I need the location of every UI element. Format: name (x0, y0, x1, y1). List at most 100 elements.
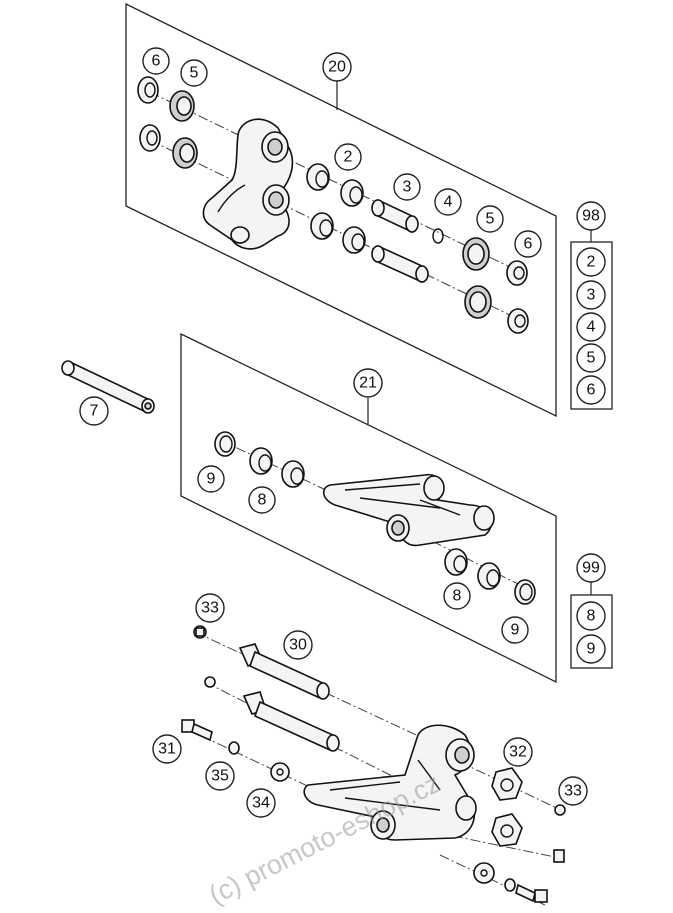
callout-8-right: 8 (443, 582, 471, 610)
callout-99: 99 (576, 553, 606, 583)
kit-98-item-4: 4 (576, 312, 606, 342)
bushing-2b-top (340, 179, 364, 207)
seal-ring-6-top (137, 76, 159, 104)
seal-ring-6-bottom (139, 124, 161, 152)
bearing-5-right (462, 237, 490, 271)
callout-8-left: 8 (248, 486, 276, 514)
bushing-8-left-a (249, 447, 273, 475)
svg-text:9: 9 (207, 471, 216, 488)
svg-text:34: 34 (252, 795, 270, 812)
svg-text:2: 2 (587, 254, 596, 271)
bearing-5-top (169, 90, 195, 122)
svg-text:9: 9 (587, 641, 596, 658)
pull-rod (202, 118, 294, 250)
callout-31: 31 (152, 734, 182, 764)
bolt-bottom-right (515, 883, 548, 903)
svg-text:4: 4 (587, 319, 596, 336)
bolt-30 (238, 643, 330, 700)
circlip-4-top (432, 228, 444, 244)
callout-33-top: 33 (195, 593, 225, 623)
svg-text:8: 8 (453, 588, 462, 605)
bushing-8-left-b (281, 460, 305, 488)
callout-5-top-left: 5 (180, 59, 208, 87)
callout-98: 98 (576, 201, 606, 231)
screw-33-top (193, 625, 207, 639)
svg-text:2: 2 (344, 149, 353, 166)
svg-text:5: 5 (190, 65, 199, 82)
kit-98-item-2: 2 (576, 247, 606, 277)
kit-99-item-8: 8 (576, 601, 606, 631)
callout-6-top-left: 6 (142, 47, 170, 75)
svg-text:30: 30 (289, 637, 307, 654)
callout-9-left: 9 (197, 465, 225, 493)
screw-small-middle (204, 676, 216, 688)
screw-33-right-a (554, 804, 566, 816)
bolt-axis-middle (204, 681, 421, 791)
svg-text:98: 98 (582, 208, 600, 225)
kit-98-item-5: 5 (576, 343, 606, 373)
seal-ring-6-right (506, 260, 528, 286)
washer-small-bottom (504, 878, 516, 892)
svg-text:8: 8 (587, 608, 596, 625)
callout-5-right: 5 (476, 205, 504, 233)
washer-34 (270, 762, 290, 782)
callout-21: 21 (353, 368, 383, 398)
svg-text:35: 35 (211, 768, 229, 785)
callout-9-right: 9 (501, 616, 529, 644)
svg-text:7: 7 (90, 403, 99, 420)
svg-text:6: 6 (587, 382, 596, 399)
svg-text:8: 8 (258, 492, 267, 509)
bearing-5-right-bottom (464, 285, 492, 319)
svg-text:32: 32 (509, 744, 527, 761)
bushing-2b-bottom (342, 226, 366, 254)
screw-33-right-b (553, 849, 565, 863)
svg-text:3: 3 (587, 287, 596, 304)
nut-32-bottom (491, 813, 523, 847)
bushing-8-right-b (477, 562, 501, 590)
kit-99-item-9: 9 (576, 634, 606, 664)
callout-30: 30 (283, 630, 313, 660)
svg-text:20: 20 (328, 59, 346, 76)
bushing-2-top (306, 163, 330, 191)
linkage-lever (322, 473, 495, 547)
svg-text:4: 4 (444, 194, 453, 211)
callout-33-right: 33 (558, 776, 588, 806)
bolt-31 (181, 719, 213, 742)
kit-98-item-3: 3 (576, 280, 606, 310)
svg-text:21: 21 (359, 375, 377, 392)
washer-bottom (473, 862, 495, 884)
svg-text:99: 99 (582, 560, 600, 577)
callout-20: 20 (322, 52, 352, 82)
callout-4: 4 (434, 188, 462, 216)
assembled-lever (303, 724, 477, 841)
panel-21-outline (180, 332, 557, 684)
svg-text:3: 3 (403, 179, 412, 196)
callout-3: 3 (393, 173, 421, 201)
sleeve-3-bottom (371, 244, 429, 284)
panel-20-outline (125, 2, 557, 418)
svg-text:5: 5 (486, 211, 495, 228)
kit-98-item-6: 6 (576, 375, 606, 405)
svg-text:6: 6 (152, 53, 161, 70)
callout-6-right: 6 (514, 230, 542, 258)
svg-text:9: 9 (511, 622, 520, 639)
washer-35 (228, 741, 240, 755)
circlip-9-left (214, 431, 236, 457)
sleeve-3-top (371, 198, 419, 234)
bushing-8-right-a (444, 548, 468, 576)
callout-34: 34 (246, 788, 276, 818)
seal-ring-6-right-bottom (507, 308, 529, 334)
pin-7 (61, 360, 155, 414)
svg-text:33: 33 (564, 783, 582, 800)
bushing-2-bottom (310, 212, 334, 240)
callout-35: 35 (205, 761, 235, 791)
callout-7: 7 (79, 396, 109, 426)
callout-2: 2 (334, 143, 362, 171)
upper-axis-lines (149, 91, 521, 321)
callout-32: 32 (503, 737, 533, 767)
svg-text:5: 5 (587, 350, 596, 367)
circlip-9-right (514, 579, 536, 605)
svg-text:33: 33 (201, 600, 219, 617)
svg-text:6: 6 (524, 236, 533, 253)
